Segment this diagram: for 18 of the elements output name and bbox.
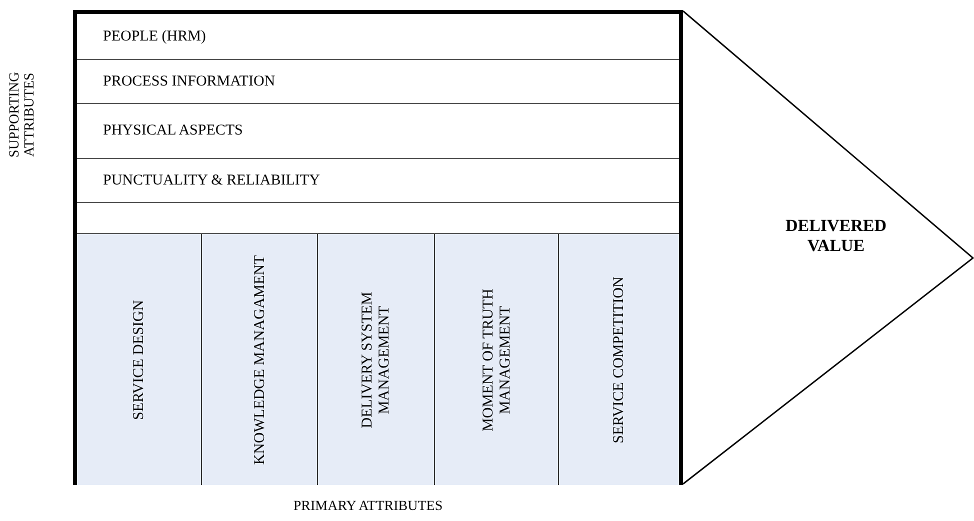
primary-column [318, 234, 435, 485]
attribute-label: PHYSICAL ASPECTS [103, 122, 243, 140]
primary-column [77, 234, 202, 485]
attribute-label: PUNCTUALITY & RELIABILITY [103, 172, 320, 189]
attribute-label: PEOPLE (HRM) [103, 28, 206, 45]
attribute-label: PROCESS INFORMATION [103, 73, 276, 90]
primary-column [559, 234, 679, 485]
primary-column [202, 234, 318, 485]
axis-caption: PRIMARY ATTRIBUTES [292, 500, 444, 515]
attribute-label: DELIVERY SYSTEM MANAGEMENT [360, 290, 392, 430]
attribute-label: SERVICE COMPETITION [610, 275, 628, 445]
value-label: DELIVERED VALUE [784, 216, 888, 257]
value-chain-frame [73, 10, 683, 485]
primary-column [435, 234, 559, 485]
axis-caption: SUPPORTING ATTRIBUTES [8, 70, 38, 160]
attribute-label: KNOWLEDGE MANAGAMENT [251, 254, 268, 466]
attribute-label: SERVICE DESIGN [130, 298, 148, 422]
attribute-label: MOMENT OF TRUTH MANAGEMENT [480, 287, 513, 433]
